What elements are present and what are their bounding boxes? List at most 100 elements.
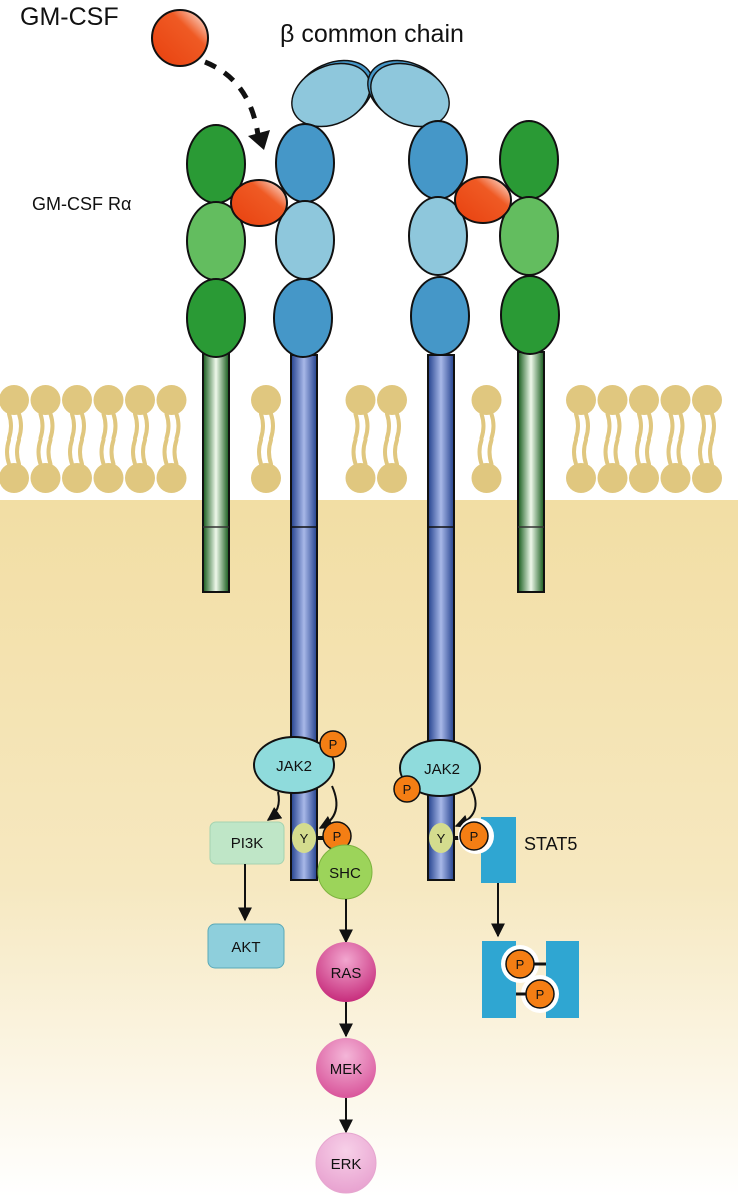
tyrosine-left xyxy=(292,823,316,853)
pi3k-node xyxy=(209,821,285,865)
lipid-tail xyxy=(393,438,399,466)
lipid-tail xyxy=(603,438,610,466)
lipid-head xyxy=(345,385,376,415)
lipid-head xyxy=(125,463,155,493)
lipid-tail xyxy=(48,412,55,440)
lipid-head xyxy=(566,385,596,415)
lipid-tail xyxy=(678,412,685,440)
arrow-jak2-to-pi3k xyxy=(266,791,283,821)
lipid-tail xyxy=(385,412,391,440)
jak2-right: JAK2 P xyxy=(393,739,481,803)
lipid-tail xyxy=(38,412,45,440)
phospho-label: P xyxy=(329,737,338,752)
lipid-head xyxy=(597,385,628,415)
lipid-head xyxy=(62,385,92,415)
lipid-tail xyxy=(676,438,683,466)
jak2-right-label: JAK2 xyxy=(424,761,460,778)
lipid-tail xyxy=(479,412,486,440)
phospho-icon xyxy=(505,949,535,979)
lipid-tail xyxy=(582,438,588,466)
lipid-head xyxy=(93,463,124,493)
lipid-tail xyxy=(109,438,116,466)
label-gm-csf: GM-CSF xyxy=(20,3,119,31)
lipid-tail xyxy=(487,438,494,466)
lipid-head xyxy=(62,463,92,493)
lipid-tail xyxy=(477,438,484,466)
tyrosine-right-label: Y xyxy=(437,831,446,846)
lipid-head xyxy=(597,463,628,493)
akt-label: AKT xyxy=(231,939,260,956)
label-beta-common-chain: β common chain xyxy=(280,20,464,48)
lipid-tail xyxy=(15,438,21,466)
lipid-tail xyxy=(68,438,74,466)
lipid-tail xyxy=(574,412,580,440)
lipid-head xyxy=(0,385,29,415)
lipid-tail xyxy=(101,412,108,440)
phospho-label: P xyxy=(470,829,479,844)
lipid-head xyxy=(629,463,659,493)
jak2-left: JAK2 P xyxy=(253,730,347,794)
shc-label: SHC xyxy=(329,865,361,882)
lipid-head xyxy=(471,463,502,493)
lipid-tail xyxy=(351,438,358,466)
lipid-head xyxy=(30,385,61,415)
lipid-head xyxy=(0,463,29,493)
lipid-tail xyxy=(637,412,643,440)
lipid-head xyxy=(93,385,124,415)
lipid-tail xyxy=(162,438,169,466)
lipid-head xyxy=(566,463,596,493)
lipid-tail xyxy=(174,412,181,440)
lipid-head xyxy=(692,463,722,493)
lipid-tail xyxy=(647,412,653,440)
lipid-tail xyxy=(584,412,590,440)
lipid-tail xyxy=(635,438,641,466)
lipid-tail xyxy=(133,412,139,440)
lipid-head xyxy=(251,463,281,493)
lipid-tail xyxy=(46,438,53,466)
erk-node xyxy=(315,1132,377,1194)
lipid-tail xyxy=(78,438,84,466)
stat5-dimer: P P xyxy=(482,941,579,1018)
phospho-icon xyxy=(319,730,347,758)
lipid-head xyxy=(345,463,376,493)
phospho-label: P xyxy=(536,987,545,1002)
lipid-tail xyxy=(36,438,43,466)
lipid-tail xyxy=(363,412,370,440)
lipid-head xyxy=(692,385,722,415)
tyrosine-right xyxy=(429,823,453,853)
stat5-label: STAT5 xyxy=(524,834,577,854)
lipid-tail xyxy=(5,438,11,466)
erk-label: ERK xyxy=(331,1156,362,1173)
lipid-tail xyxy=(668,412,675,440)
lipid-tail xyxy=(141,438,147,466)
lipid-tail xyxy=(605,412,612,440)
arrow-jak2-to-y-right xyxy=(454,787,477,829)
lipid-tail xyxy=(666,438,673,466)
ras-label: RAS xyxy=(331,965,362,982)
lipid-head xyxy=(251,385,281,415)
lipid-tail xyxy=(615,412,622,440)
lipid-head xyxy=(377,463,407,493)
lipid-tail xyxy=(353,412,360,440)
lipid-tail xyxy=(267,438,273,466)
lipid-tail xyxy=(708,438,714,466)
tyrosine-left-label: Y xyxy=(300,831,309,846)
phospho-label: P xyxy=(403,782,412,797)
gm-csf-ligand-bound-right xyxy=(454,176,512,224)
lipid-head xyxy=(30,463,61,493)
lipid-tail xyxy=(259,412,265,440)
lipid-tail xyxy=(710,412,716,440)
arrow-jak2-to-y-left xyxy=(318,785,338,829)
binding-arrowhead xyxy=(248,130,270,150)
lipid-head xyxy=(125,385,155,415)
lipid-tail xyxy=(17,412,23,440)
lipid-head xyxy=(629,385,659,415)
lipid-tail xyxy=(111,412,118,440)
lipid-head xyxy=(156,385,187,415)
lipid-tail xyxy=(395,412,401,440)
lipid-head xyxy=(377,385,407,415)
lipid-tail xyxy=(361,438,368,466)
lipid-head xyxy=(660,385,691,415)
lipid-tail xyxy=(164,412,171,440)
